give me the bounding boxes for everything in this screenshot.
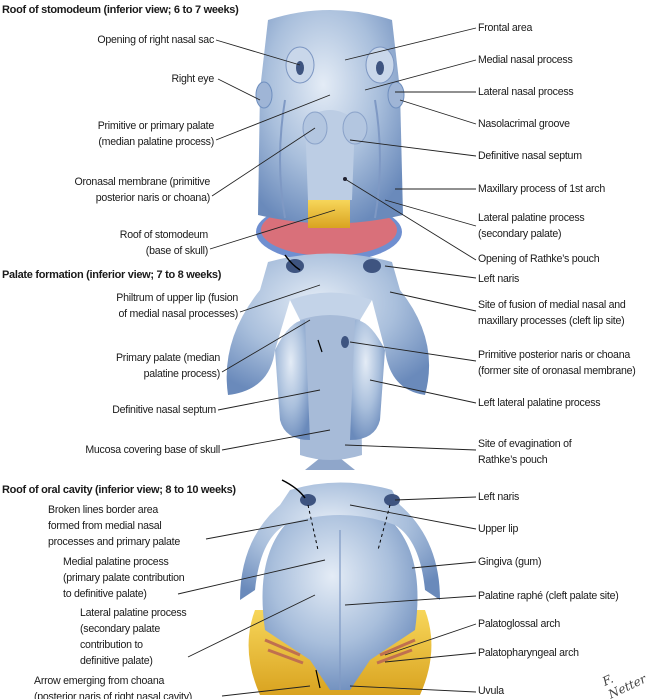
label-roof-stomodeum: Roof of stomodeum (base of skull) — [119, 229, 208, 257]
label-palatopharyngeal: Palatopharyngeal arch — [478, 647, 579, 659]
label-medial-palatine: Medial palatine process (primary palate … — [63, 556, 185, 600]
label-gingiva: Gingiva (gum) — [478, 556, 542, 568]
label-rathke-opening: Opening of Rathke’s pouch — [478, 253, 600, 265]
label-mucosa: Mucosa covering base of skull — [85, 444, 220, 456]
label-lateral-nasal: Lateral nasal process — [478, 86, 574, 98]
label-maxillary: Maxillary process of 1st arch — [478, 183, 605, 195]
label-nasal-septum-2: Definitive nasal septum — [112, 404, 216, 416]
label-arrow-choana: Arrow emerging from choana (posterior na… — [34, 675, 193, 699]
label-oronasal-membrane: Oronasal membrane (primitive posterior n… — [74, 176, 211, 204]
label-lateral-palatine: Lateral palatine process (secondary pala… — [478, 212, 585, 240]
label-fusion-site: Site of fusion of medial nasal and maxil… — [478, 299, 626, 327]
label-palatine-raphe: Palatine raphé (cleft palate site) — [478, 590, 619, 602]
label-primary-palate: Primitive or primary palate (median pala… — [97, 120, 215, 148]
label-upper-lip: Upper lip — [478, 523, 519, 535]
label-palatoglossal: Palatoglossal arch — [478, 618, 561, 630]
stomodeum-illustration — [255, 10, 405, 262]
label-lateral-palatine-3: Lateral palatine process (secondary pala… — [80, 607, 187, 667]
label-left-lateral-palatine: Left lateral palatine process — [478, 397, 601, 409]
label-primary-palate-2: Primary palate (median palatine process) — [115, 352, 220, 380]
panel-2-title: Palate formation (inferior view; 7 to 8 … — [2, 269, 222, 281]
label-left-naris: Left naris — [478, 273, 520, 285]
label-medial-nasal: Medial nasal process — [478, 54, 573, 66]
label-nasolacrimal: Nasolacrimal groove — [478, 118, 570, 130]
label-right-eye: Right eye — [171, 73, 214, 85]
oral-cavity-illustration — [240, 479, 440, 695]
palate-formation-illustration — [226, 253, 430, 470]
label-left-naris-3: Left naris — [478, 491, 520, 503]
label-frontal-area: Frontal area — [478, 22, 533, 34]
label-philtrum: Philtrum of upper lip (fusion of medial … — [116, 292, 238, 320]
label-rathke-evagination: Site of evagination of Rathke’s pouch — [478, 438, 572, 466]
label-broken-lines: Broken lines border area formed from med… — [48, 504, 180, 548]
panel-1-title: Roof of stomodeum (inferior view; 6 to 7… — [2, 4, 239, 16]
label-right-nasal-sac: Opening of right nasal sac — [97, 34, 214, 46]
panel-3-title: Roof of oral cavity (inferior view; 8 to… — [2, 484, 236, 496]
leader-lines — [177, 27, 477, 697]
label-nasal-septum: Definitive nasal septum — [478, 150, 582, 162]
label-primitive-choana: Primitive posterior naris or choana (for… — [478, 349, 636, 377]
label-uvula: Uvula — [478, 685, 504, 697]
